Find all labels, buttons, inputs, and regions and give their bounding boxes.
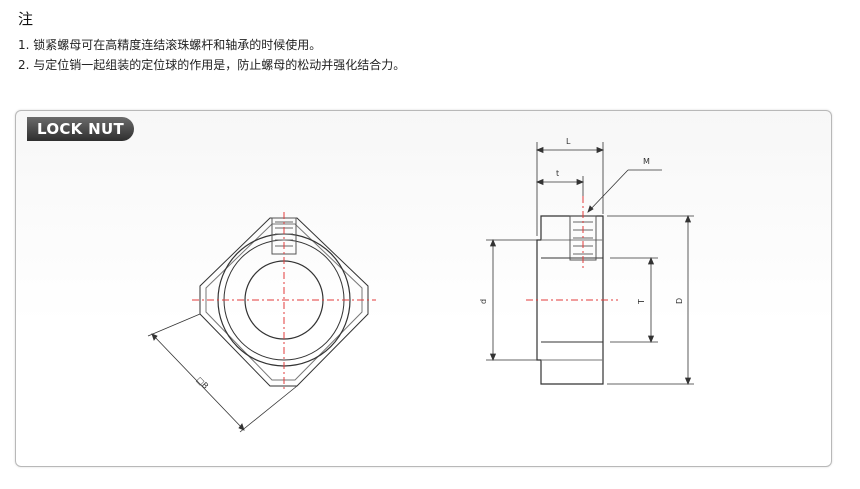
note-item-2: 2. 与定位销一起组装的定位球的作用是，防止螺母的松动并强化结合力。 xyxy=(18,58,406,72)
notes-title: 注 xyxy=(18,10,34,28)
dimension-d xyxy=(486,238,537,362)
dimension-D xyxy=(607,214,694,386)
label-B: □B xyxy=(195,375,211,391)
note-item-1: 1. 锁紧螺母可在高精度连结滚珠螺杆和轴承的时候使用。 xyxy=(18,38,322,52)
side-view xyxy=(536,215,604,385)
notes-section: 注 1. 锁紧螺母可在高精度连结滚珠螺杆和轴承的时候使用。 2. 与定位销一起组… xyxy=(18,8,405,75)
label-L: L xyxy=(566,137,571,146)
front-centerlines xyxy=(192,212,376,392)
dimension-B xyxy=(147,313,298,433)
dimension-L xyxy=(535,142,605,236)
label-M: M xyxy=(643,157,650,166)
label-d: d xyxy=(479,299,488,304)
dimension-M xyxy=(587,169,662,213)
label-t: t xyxy=(556,169,559,178)
square-body-inner xyxy=(205,223,363,381)
side-centerlines xyxy=(526,196,618,301)
dimension-t xyxy=(535,176,585,196)
label-T: T xyxy=(637,299,646,305)
label-D: D xyxy=(675,298,684,304)
product-badge: LOCK NUT xyxy=(27,117,134,141)
drawing-panel xyxy=(15,110,832,467)
dimension-T xyxy=(610,256,658,344)
